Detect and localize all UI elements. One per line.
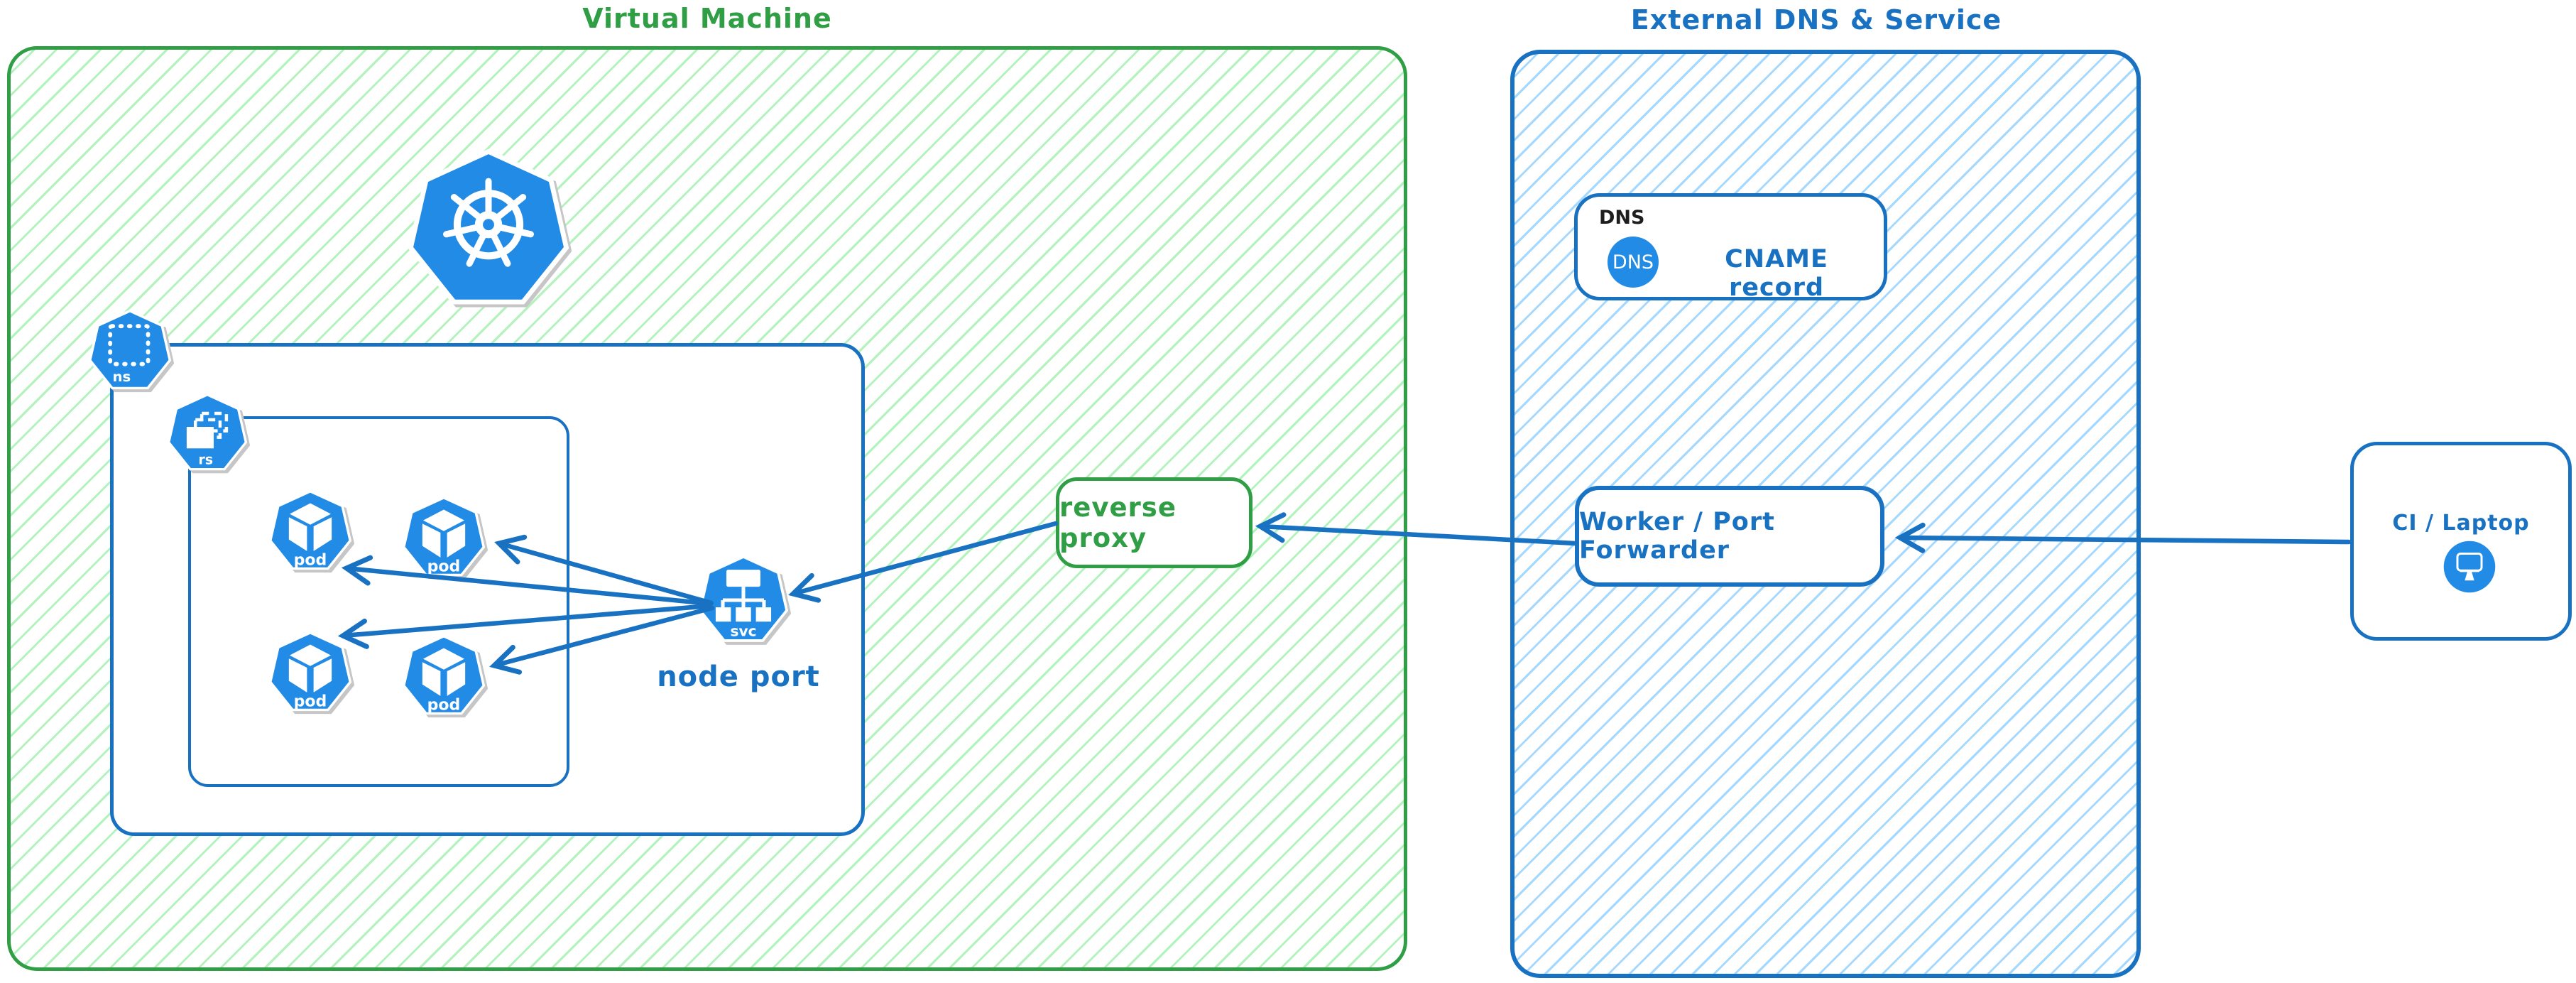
dns-icon-text: DNS	[1612, 251, 1654, 273]
service-icon-label: svc	[730, 622, 756, 639]
ci-laptop-box: CI / Laptop	[2350, 442, 2572, 641]
external-dns-title: External DNS & Service	[1630, 4, 2002, 36]
virtual-machine-title: Virtual Machine	[582, 3, 832, 34]
kubernetes-logo-icon	[408, 149, 569, 310]
service-icon: svc	[699, 555, 788, 642]
dns-tag-label: DNS	[1599, 207, 1645, 229]
node-port-label: node port	[657, 661, 820, 693]
ci-laptop-label: CI / Laptop	[2392, 511, 2530, 536]
pod-icon-label: pod	[427, 558, 461, 576]
pod-icon-label: pod	[294, 552, 327, 570]
reverse-proxy-box: reverse proxy	[1056, 477, 1252, 568]
replicaset-icon: rs	[168, 393, 247, 471]
namespace-icon-label: ns	[113, 369, 131, 385]
pod-icon: pod	[269, 631, 351, 712]
pod-icon: pod	[403, 635, 485, 715]
pod-icon: pod	[403, 496, 485, 577]
worker-port-forwarder-label: Worker / Port Forwarder	[1579, 508, 1775, 565]
dns-icon: DNS	[1608, 237, 1659, 288]
cname-record-label: CNAME record	[1725, 245, 1828, 302]
reverse-proxy-label: reverse proxy	[1059, 492, 1177, 553]
namespace-icon: ns	[89, 310, 171, 390]
pod-icon-label: pod	[294, 693, 327, 711]
pod-icon-label: pod	[427, 697, 461, 715]
dns-cname-card: DNS DNS CNAME record	[1574, 193, 1887, 302]
pod-icon: pod	[269, 490, 351, 570]
monitor-icon	[2443, 541, 2496, 593]
worker-port-forwarder-box: Worker / Port Forwarder	[1575, 486, 1884, 587]
replicaset-icon-label: rs	[198, 452, 213, 468]
